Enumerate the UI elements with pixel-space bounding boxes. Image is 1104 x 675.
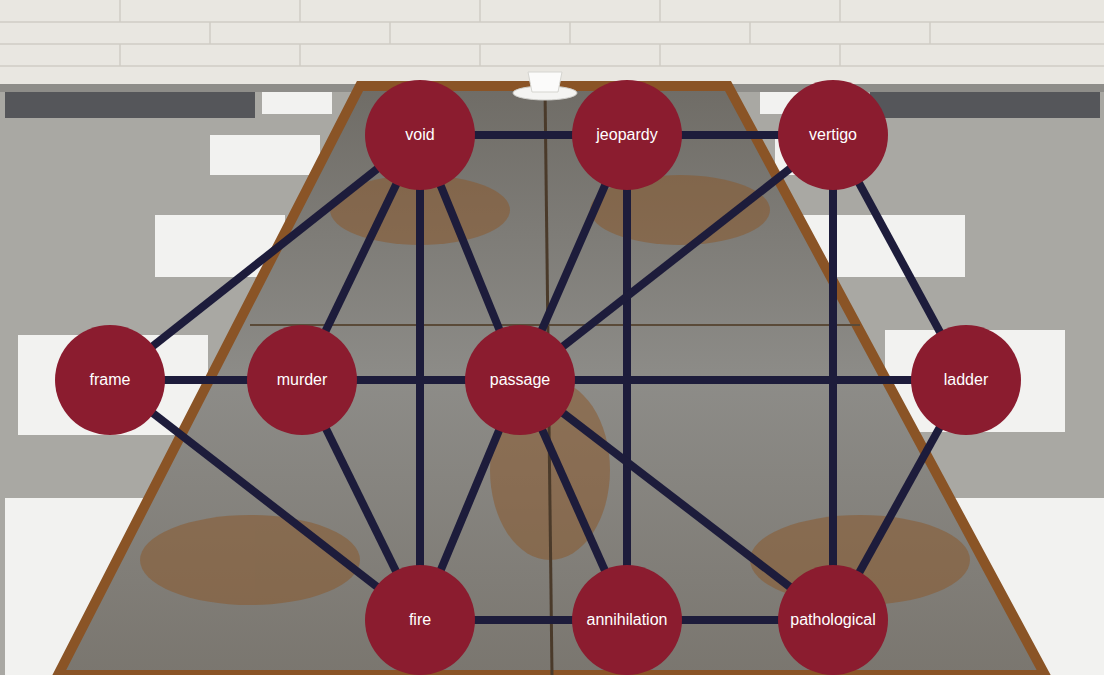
connector-line [473,131,574,139]
rusted-plate [58,86,1045,675]
connector-line [325,183,397,332]
print-sheet [870,92,1100,118]
concept-circle: ladder [911,325,1021,435]
concept-circle: murder [247,325,357,435]
node-label: void [405,126,434,144]
concept-circle: annihilation [572,565,682,675]
concept-circle: frame [55,325,165,435]
connector-line [325,428,396,573]
circle-fill [55,325,165,435]
connector-line [541,184,606,332]
circle-fill [365,80,475,190]
node-label: annihilation [587,611,668,629]
paper-sheet [210,135,320,175]
connector-line [573,376,913,384]
node-label: passage [490,371,551,389]
circle-fill [778,565,888,675]
connector-line [542,428,606,571]
circle-fill [247,325,357,435]
node-label: jeopardy [596,126,657,144]
node-label: vertigo [809,126,857,144]
concept-circle: passage [465,325,575,435]
teacup [528,72,562,92]
node-label: pathological [790,611,875,629]
circle-fill [365,565,475,675]
connector-line [562,412,791,588]
paper-sheet [262,92,332,114]
circle-fill [778,80,888,190]
connector-line [355,376,467,384]
concept-circle: void [365,80,475,190]
connector-line [152,412,378,587]
node-label: frame [90,371,131,389]
circle-fill [572,80,682,190]
connector-line [440,184,500,331]
connector-line [859,426,941,573]
circle-fill [572,565,682,675]
concept-circle: pathological [778,565,888,675]
rust-stains [140,175,970,605]
brick-joints [0,0,1104,66]
node-label: murder [277,371,328,389]
print-sheet [5,92,255,118]
connector-line [163,376,249,384]
connector-line [440,429,499,571]
circle-fill [911,325,1021,435]
circle-fill [465,325,575,435]
connector-line [680,616,780,624]
connector-line [473,616,574,624]
connector-line [680,131,780,139]
connector-line [152,168,379,347]
plate-seam [250,324,860,326]
node-label: ladder [944,371,988,389]
concept-circle: fire [365,565,475,675]
concept-circle: vertigo [778,80,888,190]
node-label: fire [409,611,431,629]
connector-line [562,168,792,348]
concept-circle: jeopardy [572,80,682,190]
connector-line [858,182,940,334]
